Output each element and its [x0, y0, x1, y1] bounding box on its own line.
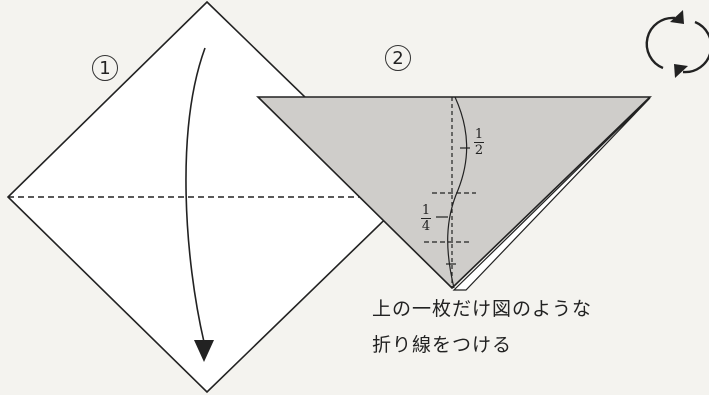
fold-arrow-icon — [185, 47, 206, 343]
fraction-quarter: 1 4 — [421, 204, 431, 233]
step-number-1-text: 1 — [99, 57, 111, 79]
instruction-line-1: 上の一枚だけ図のような — [372, 298, 593, 320]
fraction-quarter-bar — [421, 218, 431, 219]
step2-back-layer — [452, 97, 651, 291]
step2-paper-triangle — [256, 96, 652, 290]
instruction-line-2: 折り線をつける — [372, 334, 513, 356]
step-number-2-text: 2 — [392, 47, 404, 69]
fraction-quarter-denominator: 4 — [421, 219, 431, 234]
step-number-1: 1 — [92, 55, 118, 81]
rotate-icon — [645, 10, 709, 78]
fraction-half-denominator: 2 — [474, 143, 484, 158]
fraction-half: 1 2 — [474, 128, 484, 157]
fraction-half-bar — [474, 142, 484, 143]
fold-arrowhead-icon — [194, 340, 214, 362]
step-number-2: 2 — [385, 45, 411, 71]
fraction-half-numerator: 1 — [474, 127, 484, 142]
step2-crease-curve — [447, 96, 468, 289]
fraction-quarter-numerator: 1 — [421, 203, 431, 218]
